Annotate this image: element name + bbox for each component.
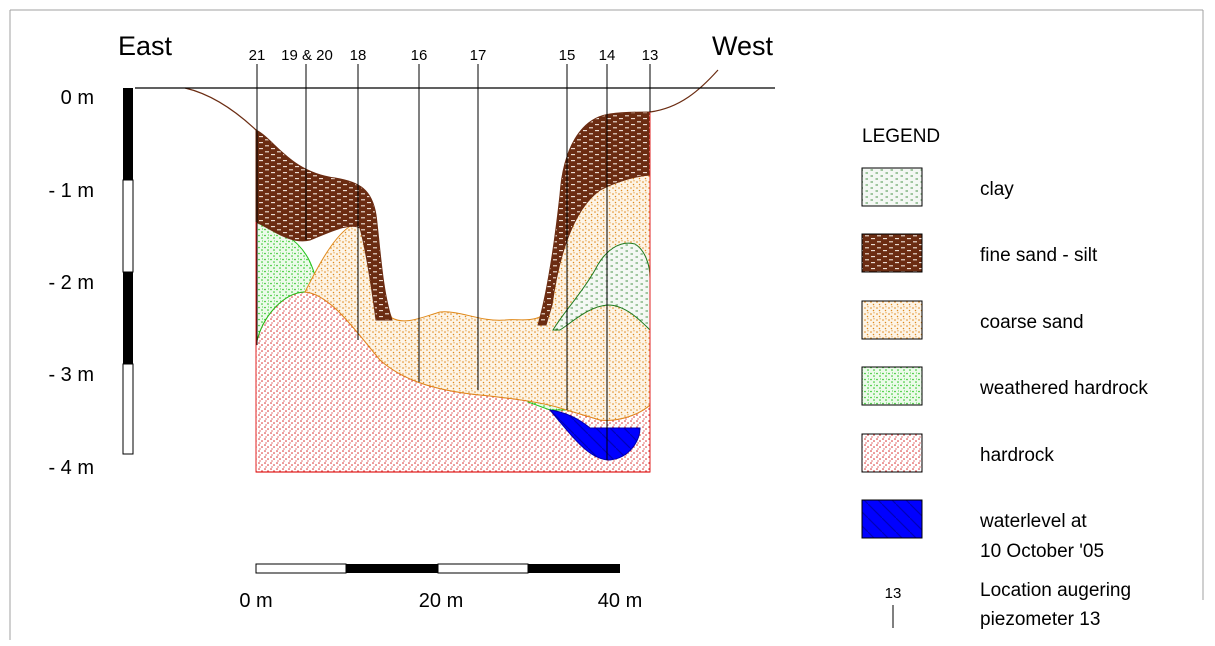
legend-label-waterlevel: waterlevel at — [979, 511, 1087, 532]
legend-augering-number: 13 — [885, 585, 902, 602]
legend-label-weathered-hardrock: weathered hardrock — [979, 378, 1148, 399]
legend-label-coarse-sand: coarse sand — [980, 312, 1084, 333]
legend-title: LEGEND — [862, 126, 940, 147]
depth-label: - 1 m — [48, 180, 94, 202]
legend-label-clay: clay — [980, 179, 1014, 200]
distance-label: 20 m — [419, 590, 463, 612]
augering-label: 21 — [249, 47, 266, 64]
legend-swatch-clay — [861, 167, 923, 207]
augering-label: 13 — [642, 47, 659, 64]
direction-east: East — [118, 31, 173, 61]
legend-swatch-waterlevel — [861, 499, 923, 539]
depth-label: - 4 m — [48, 457, 94, 479]
depth-label: - 3 m — [48, 364, 94, 386]
legend-location-label-2: piezometer 13 — [980, 609, 1100, 630]
water-level — [548, 409, 641, 461]
legend-label-waterlevel-date: 10 October '05 — [980, 541, 1104, 562]
clay-layer — [552, 242, 651, 332]
depth-label: - 2 m — [48, 272, 94, 294]
augering-lines — [256, 64, 651, 460]
augering-label: 14 — [599, 47, 616, 64]
augering-label: 16 — [411, 47, 428, 64]
fine-sand-silt-left — [255, 129, 393, 321]
legend-swatch-weathered-hardrock — [861, 366, 923, 406]
depth-label: 0 m — [61, 87, 94, 109]
augering-label: 19 & 20 — [281, 47, 333, 64]
distance-scale-bar — [255, 563, 620, 574]
augering-label: 17 — [470, 47, 487, 64]
ground-surface — [184, 69, 719, 131]
fine-sand-silt-right — [537, 111, 651, 326]
legend-label-hardrock: hardrock — [980, 445, 1054, 466]
augering-label: 18 — [350, 47, 367, 64]
legend-swatch-coarse-sand — [861, 300, 923, 340]
direction-west: West — [712, 31, 774, 61]
augering-label: 15 — [559, 47, 576, 64]
legend-location-label: Location augering — [980, 580, 1131, 601]
legend: LEGEND clay fine sand - silt coarse sand… — [861, 126, 1148, 630]
legend-swatch-hardrock — [861, 433, 923, 473]
legend-label-fine-sand-silt: fine sand - silt — [980, 245, 1098, 266]
distance-label: 40 m — [598, 590, 642, 612]
distance-label: 0 m — [239, 590, 272, 612]
legend-swatch-fine-sand-silt — [861, 233, 923, 273]
depth-scale-bar — [122, 88, 134, 455]
